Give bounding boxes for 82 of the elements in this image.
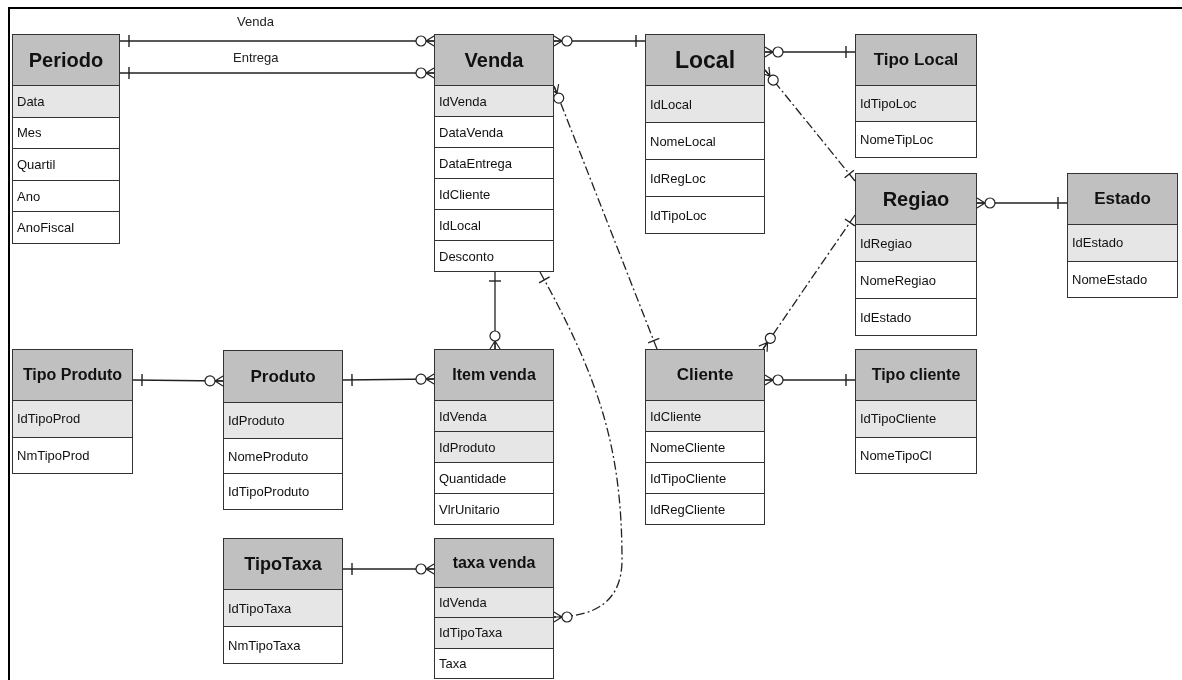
entity-table xyxy=(855,34,977,158)
attribute-row-text: NmTipoProd xyxy=(16,446,91,465)
relationship-line xyxy=(342,562,435,576)
attribute-row: IdRegiao xyxy=(856,225,976,262)
attribute-row-text: Desconto xyxy=(438,247,495,266)
attribute-row: NomeCliente xyxy=(646,432,764,463)
entity-table xyxy=(645,34,765,234)
entity-table xyxy=(855,173,977,336)
attribute-row: NomeRegiao xyxy=(856,262,976,299)
attribute-row: IdVenda xyxy=(435,401,553,432)
entity-table xyxy=(434,34,554,272)
entity-table xyxy=(645,349,765,525)
attribute-row-text: Taxa xyxy=(438,654,468,673)
attribute-row: IdCliente xyxy=(646,401,764,432)
relationship-line xyxy=(488,271,502,350)
attribute-row: IdRegLoc xyxy=(646,160,764,197)
entity-header: Estado xyxy=(1068,174,1177,225)
entity-header: Venda xyxy=(435,35,553,86)
entity-table xyxy=(1067,173,1178,298)
entity-table xyxy=(434,538,554,679)
attribute-row-text: AnoFiscal xyxy=(16,219,76,238)
attribute-row: DataVenda xyxy=(435,117,553,148)
attribute-row: IdTipoProd xyxy=(13,401,132,438)
attribute-row: Ano xyxy=(13,180,119,213)
entity-table xyxy=(223,350,343,510)
entity-header: Regiao xyxy=(856,174,976,225)
attribute-row: IdTipoTaxa xyxy=(224,590,342,627)
entity-header: Tipo Produto xyxy=(13,350,132,401)
attribute-row-text: IdRegCliente xyxy=(649,500,727,519)
attribute-row: IdProduto xyxy=(435,432,553,463)
relationship-line xyxy=(764,373,856,387)
attribute-row: IdEstado xyxy=(1068,225,1177,262)
entity-header: Periodo xyxy=(13,35,119,86)
entity-table xyxy=(12,34,120,244)
entity-header: TipoTaxa xyxy=(224,539,342,590)
relationship-line xyxy=(132,373,224,387)
attribute-row: NomeProduto xyxy=(224,438,342,475)
entity-table xyxy=(12,349,133,474)
attribute-row: IdVenda xyxy=(435,86,553,117)
attribute-row: IdTipoTaxa xyxy=(435,618,553,649)
attribute-row: IdProduto xyxy=(224,403,342,439)
attribute-row: IdCliente xyxy=(435,179,553,210)
attribute-row-text: NomeTipLoc xyxy=(859,131,935,149)
entity-table xyxy=(223,538,343,664)
attribute-row-text: IdEstado xyxy=(859,308,913,327)
entity-header: Tipo cliente xyxy=(856,350,976,401)
attribute-row: Quartil xyxy=(13,149,119,181)
attribute-row-text: IdTipoLoc xyxy=(649,206,708,225)
attribute-row-text: IdTipoProduto xyxy=(227,483,311,502)
entity-header: Item venda xyxy=(435,350,553,401)
entity-header: Cliente xyxy=(646,350,764,401)
relationship-line xyxy=(976,196,1068,210)
entity-table xyxy=(434,349,554,525)
relationship-line xyxy=(553,34,646,48)
relationship-line xyxy=(119,66,435,80)
edge-label: Venda xyxy=(235,14,276,29)
relationship-line xyxy=(342,373,435,387)
attribute-row: IdLocal xyxy=(435,210,553,241)
relationship-line xyxy=(758,214,856,353)
attribute-row: IdLocal xyxy=(646,86,764,123)
entity-header: Tipo Local xyxy=(856,35,976,86)
edge-label: Entrega xyxy=(231,50,281,65)
attribute-row-text: VlrUnitario xyxy=(438,500,501,519)
attribute-row: Data xyxy=(13,86,119,118)
entity-header: Local xyxy=(646,35,764,86)
entity-header: taxa venda xyxy=(435,539,553,588)
attribute-row-text: NmTipoTaxa xyxy=(227,636,302,655)
relationship-line xyxy=(764,45,856,59)
attribute-row: IdTipoCliente xyxy=(856,401,976,438)
attribute-row: Mes xyxy=(13,117,119,150)
relationship-line xyxy=(119,34,435,48)
entity-table xyxy=(855,349,977,474)
attribute-row-text: NomeEstado xyxy=(1071,270,1149,289)
attribute-row: IdTipoLoc xyxy=(856,86,976,122)
entity-header: Produto xyxy=(224,351,342,403)
attribute-row: Quantidade xyxy=(435,463,553,494)
attribute-row: IdTipoCliente xyxy=(646,463,764,494)
attribute-row: DataEntrega xyxy=(435,148,553,179)
relationship-line xyxy=(538,271,623,623)
attribute-row: IdVenda xyxy=(435,588,553,619)
attribute-row: NomeLocal xyxy=(646,123,764,160)
attribute-row-text: NomeTipoCl xyxy=(859,446,933,465)
